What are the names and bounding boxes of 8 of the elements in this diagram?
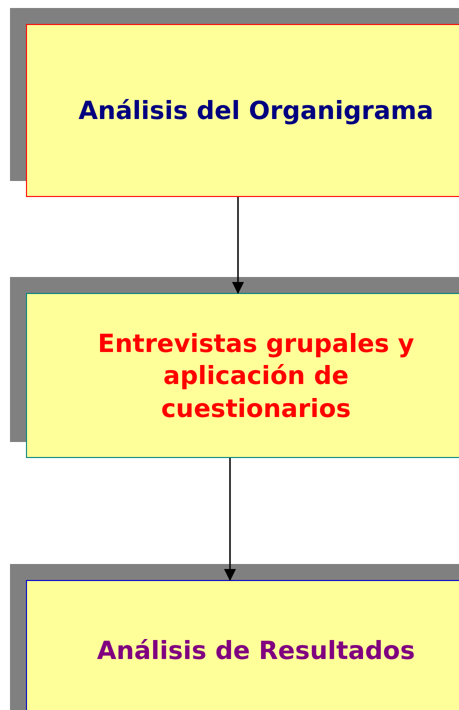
box-title: Análisis del Organigrama <box>78 95 434 128</box>
process-box <box>26 293 459 458</box>
box-title: Entrevistas grupales y aplicación de cuestionarios <box>96 328 416 425</box>
arrow <box>224 458 236 581</box>
process-box <box>26 580 459 710</box>
process-box <box>26 24 459 197</box>
box-title: Análisis de Resultados <box>97 634 415 667</box>
arrow <box>232 197 244 294</box>
